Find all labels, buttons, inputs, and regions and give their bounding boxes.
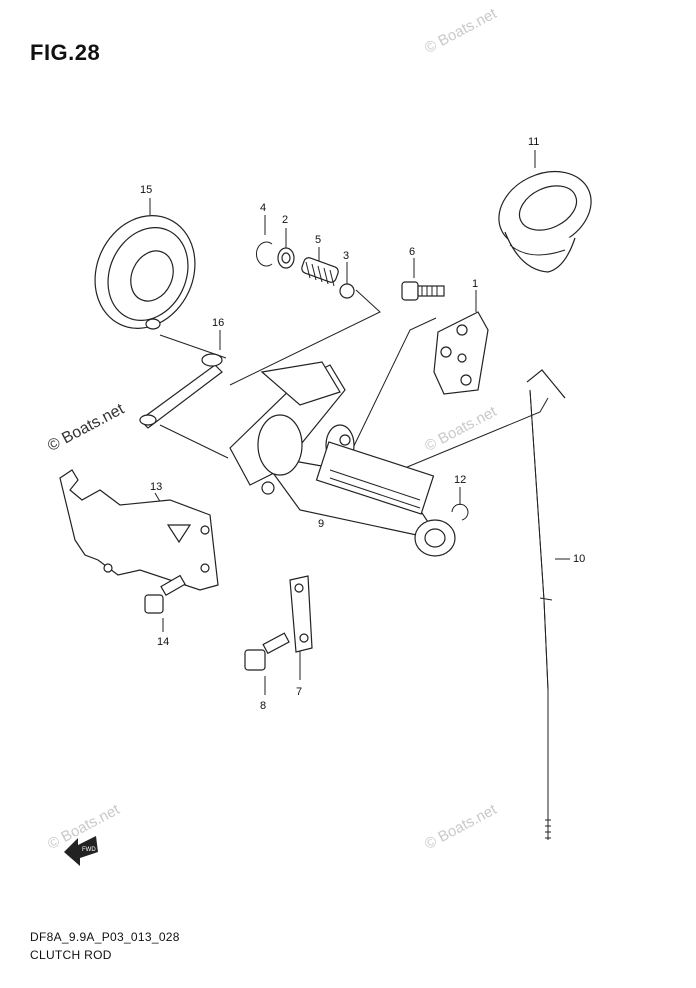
callout-14: 14 bbox=[157, 636, 170, 648]
small-parts bbox=[255, 241, 355, 299]
fwd-arrow-icon: FWD bbox=[64, 836, 98, 866]
callout-9: 9 bbox=[318, 518, 325, 530]
link-plate bbox=[289, 575, 313, 653]
bolt-14 bbox=[144, 574, 186, 614]
callout-11: 11 bbox=[528, 136, 540, 148]
callout-7: 7 bbox=[296, 686, 303, 698]
clip-12 bbox=[451, 503, 469, 521]
callout-4: 4 bbox=[260, 202, 267, 214]
bracket-plate bbox=[433, 311, 489, 395]
fwd-label: FWD bbox=[82, 847, 96, 853]
callout-10: 10 bbox=[573, 553, 586, 565]
callout-1: 1 bbox=[472, 278, 479, 290]
callout-16: 16 bbox=[212, 317, 225, 329]
callout-13: 13 bbox=[150, 481, 163, 493]
diagram-code: DF8A_9.9A_P03_013_028 bbox=[30, 930, 180, 944]
pin-16 bbox=[139, 353, 223, 429]
bolt-8 bbox=[244, 632, 290, 671]
pulley-part bbox=[94, 215, 196, 330]
callout-3: 3 bbox=[343, 250, 350, 262]
callout-15: 15 bbox=[140, 184, 153, 196]
grommet bbox=[498, 170, 592, 273]
bolt-6 bbox=[401, 281, 445, 301]
figure-title: FIG.28 bbox=[30, 40, 101, 65]
bracket-13 bbox=[59, 469, 219, 591]
callout-12: 12 bbox=[454, 474, 467, 486]
diagram-name: CLUTCH ROD bbox=[30, 948, 112, 962]
clutch-rod bbox=[526, 369, 566, 840]
callout-8: 8 bbox=[260, 700, 267, 712]
callout-2: 2 bbox=[282, 214, 289, 226]
callout-6: 6 bbox=[409, 246, 416, 258]
clutch-shaft bbox=[229, 361, 456, 557]
callout-5: 5 bbox=[315, 234, 322, 246]
